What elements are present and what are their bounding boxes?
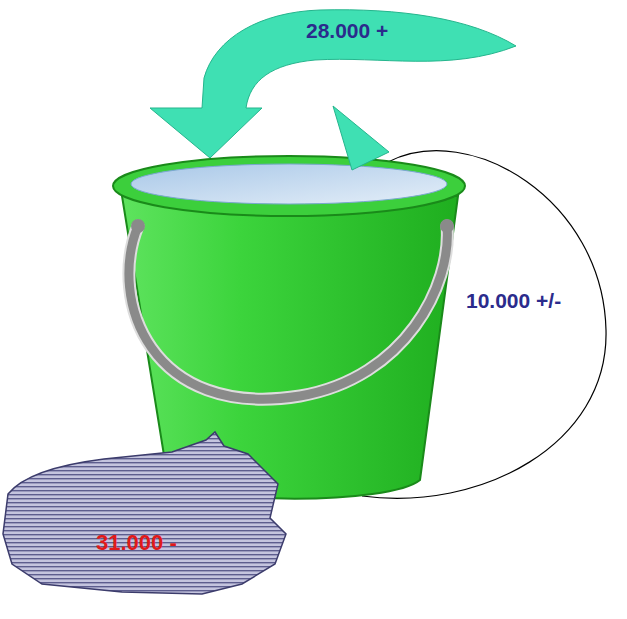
puddle-shape [2,432,294,597]
bucket-rim [113,156,465,216]
loss-value: 31.000 - [96,530,177,556]
flow-value: 28.000 + [306,19,388,43]
bucket-handle-edge [129,226,447,399]
water-surface [131,164,447,204]
puddle-node: 31.000 - [2,432,294,597]
outflow-arrowhead [333,106,389,170]
handle-pivot [131,219,145,233]
puddle-outline [3,432,286,594]
handle-pivot [440,219,454,233]
bucket-handle [129,226,447,399]
inflow-arrow [150,10,516,158]
flow-value: 10.000 +/- [466,289,561,313]
